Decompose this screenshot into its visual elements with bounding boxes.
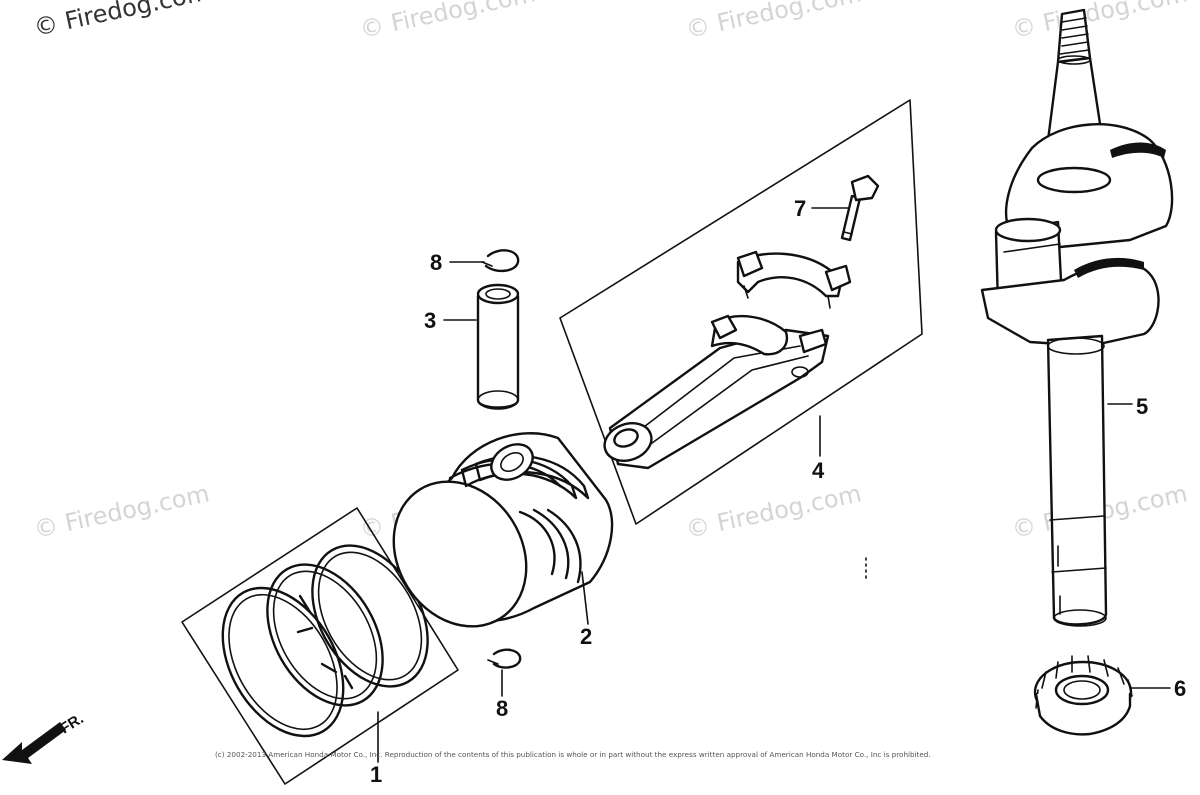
callout-numbers: 1 2 3 4 5 6 7 8 8 [370, 196, 1186, 787]
watermark-mid-left: © Firedog.com [31, 479, 211, 544]
crankshaft [980, 8, 1174, 627]
piston-pin [476, 283, 520, 410]
connecting-rod-group-outline [559, 99, 923, 525]
callout-8-top: 8 [430, 250, 442, 275]
callout-1: 1 [370, 762, 382, 787]
watermark-top-far-right: © Firedog.com [1009, 0, 1189, 44]
piston-pin-clip-top [481, 249, 520, 273]
callout-3: 3 [424, 308, 436, 333]
crankshaft-timing-gear [1033, 655, 1133, 736]
watermark-mid-right: © Firedog.com [683, 479, 863, 544]
piston-ring-group-outline [181, 507, 459, 785]
callout-5: 5 [1136, 394, 1148, 419]
connecting-rod-cap [736, 250, 852, 309]
piston-ring-second [266, 563, 384, 707]
connecting-rod-bolt [840, 174, 880, 242]
callout-7: 7 [794, 196, 806, 221]
front-arrow-icon [2, 722, 66, 764]
connecting-rod [603, 314, 830, 470]
watermark-top-left: © Firedog.com [31, 0, 211, 42]
callout-4: 4 [812, 458, 825, 483]
piston-crown [392, 480, 528, 628]
callout-2: 2 [580, 624, 592, 649]
watermark-top-center: © Firedog.com [357, 0, 537, 44]
callout-8-bottom: 8 [496, 696, 508, 721]
piston-ring-oil [221, 586, 345, 738]
leader-lines [377, 207, 1171, 763]
front-label: FR. [57, 710, 87, 737]
leader-2 [581, 571, 589, 625]
piston-pin-clip-bottom [487, 648, 522, 669]
copyright-notice: (c) 2002-2013 American Honda Motor Co., … [215, 750, 931, 759]
piston-rings [221, 544, 429, 738]
callout-6: 6 [1174, 676, 1186, 701]
piston [392, 432, 614, 628]
piston-pin-boss [490, 443, 534, 481]
watermark-top-right: © Firedog.com [683, 0, 863, 44]
front-direction-arrow: FR. [2, 710, 87, 764]
